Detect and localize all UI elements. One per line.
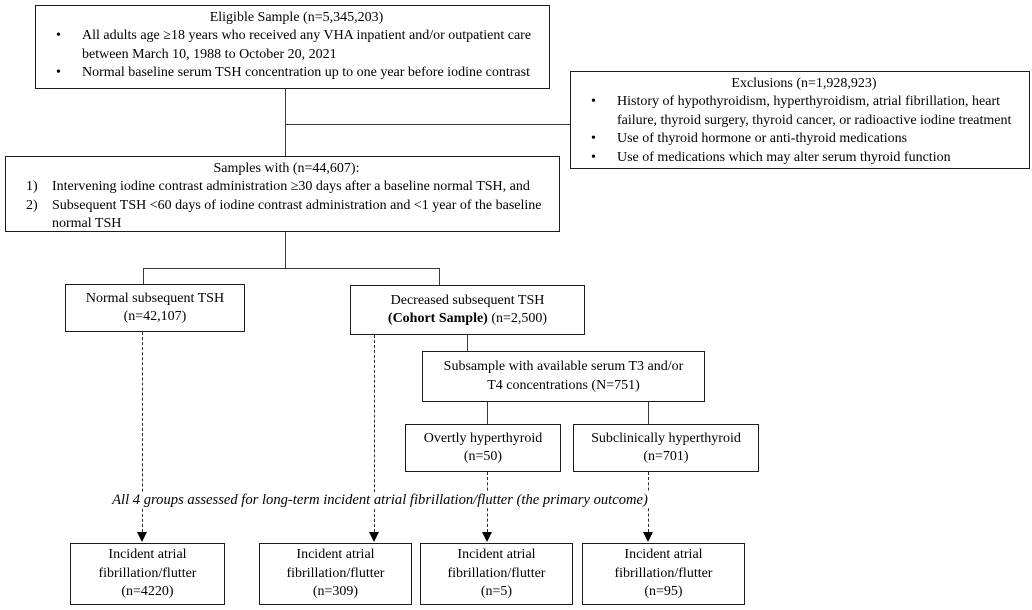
incident-count: (n=5) (480, 584, 513, 600)
subclinical-count: (n=701) (643, 449, 689, 464)
samples-item-text: Intervening iodine contrast administrati… (52, 179, 530, 195)
bullet-icon: • (591, 131, 596, 147)
bullet-icon: • (56, 28, 61, 44)
connector-drop-decreased (439, 268, 441, 286)
subsample-box: Subsample with available serum T3 and/or… (422, 351, 705, 402)
incident-label-line2: fibrillation/flutter (98, 565, 197, 581)
exclusions-bullet-text: Use of thyroid hormone or anti-thyroid m… (617, 131, 908, 147)
outcome-note-text: All 4 groups assessed for long-term inci… (107, 492, 653, 508)
incident-af-box-overt: Incident atrial fibrillation/flutter (n=… (420, 543, 573, 605)
connector-eligible-to-samples (285, 88, 287, 156)
dashed-line-decreased-to-incident (374, 335, 375, 532)
connector-branch-horizontal (143, 268, 440, 270)
cohort-sample-label: (Cohort Sample) (387, 311, 488, 326)
subsample-label-line1: Subsample with available serum T3 and/or (443, 359, 684, 375)
bullet-icon: • (591, 149, 596, 165)
incident-label-line2: fibrillation/flutter (447, 565, 546, 581)
samples-title: Samples with (n=44,607): (213, 161, 360, 176)
eligible-bullet-item: • Normal baseline serum TSH concentratio… (52, 64, 541, 82)
exclusions-box: Exclusions (n=1,928,923) • History of hy… (570, 71, 1030, 169)
arrow-down-icon (137, 532, 147, 542)
outcome-note: All 4 groups assessed for long-term inci… (40, 491, 720, 510)
exclusions-title: Exclusions (n=1,928,923) (731, 76, 877, 91)
incident-count: (n=309) (312, 584, 359, 600)
normal-subsequent-tsh-box: Normal subsequent TSH (n=42,107) (65, 284, 245, 332)
exclusions-bullet-text: History of hypothyroidism, hyperthyroidi… (617, 94, 1012, 128)
connector-drop-subclinical (648, 401, 650, 424)
incident-label-line2: fibrillation/flutter (614, 565, 713, 581)
overt-label: Overtly hyperthyroid (423, 430, 543, 446)
connector-to-exclusions (285, 124, 570, 126)
list-number: 2) (26, 197, 38, 213)
incident-label-line2: fibrillation/flutter (286, 565, 385, 581)
incident-label-line1: Incident atrial (624, 547, 703, 563)
eligible-sample-title: Eligible Sample (n=5,345,203) (209, 10, 384, 25)
exclusions-bullet-item: • Use of thyroid hormone or anti-thyroid… (587, 130, 1021, 148)
connector-drop-normal (143, 268, 145, 285)
exclusions-bullet-item: • History of hypothyroidism, hyperthyroi… (587, 93, 1021, 130)
exclusions-bullet-item: • Use of medications which may alter ser… (587, 149, 1021, 167)
normal-tsh-count: (n=42,107) (123, 309, 187, 324)
dashed-line-normal-to-incident (142, 332, 143, 532)
exclusions-bullet-text: Use of medications which may alter serum… (617, 149, 951, 165)
bullet-icon: • (591, 94, 596, 110)
subclinically-hyperthyroid-box: Subclinically hyperthyroid (n=701) (573, 424, 759, 472)
bullet-icon: • (56, 65, 61, 81)
decreased-tsh-count-line: (Cohort Sample) (n=2,500) (388, 310, 547, 328)
eligible-bullet-item: • All adults age ≥18 years who received … (52, 27, 541, 64)
decreased-tsh-count: (n=2,500) (491, 311, 548, 326)
arrow-down-icon (482, 532, 492, 542)
samples-numbered-item: 2) Subsequent TSH <60 days of iodine con… (22, 197, 551, 234)
subclinical-label: Subclinically hyperthyroid (591, 430, 741, 446)
incident-label-line1: Incident atrial (296, 547, 375, 563)
samples-item-text: Subsequent TSH <60 days of iodine contra… (52, 197, 542, 232)
arrow-down-icon (643, 532, 653, 542)
connector-drop-overt (487, 401, 489, 424)
incident-count: (n=4220) (121, 584, 174, 600)
overtly-hyperthyroid-box: Overtly hyperthyroid (n=50) (405, 424, 561, 472)
arrow-down-icon (369, 532, 379, 542)
subsample-label-line2: T4 concentrations (N=751) (487, 377, 640, 393)
connector-decreased-to-subsample (467, 335, 469, 351)
incident-label-line1: Incident atrial (108, 547, 187, 563)
connector-samples-down (285, 232, 287, 269)
samples-box: Samples with (n=44,607): 1) Intervening … (5, 156, 560, 232)
eligible-bullet-text: Normal baseline serum TSH concentration … (82, 65, 530, 81)
decreased-tsh-label: Decreased subsequent TSH (390, 292, 545, 308)
decreased-subsequent-tsh-box: Decreased subsequent TSH (Cohort Sample)… (350, 285, 585, 335)
overt-count: (n=50) (463, 449, 503, 464)
incident-label-line1: Incident atrial (457, 547, 536, 563)
incident-count: (n=95) (644, 584, 683, 600)
incident-af-box-subclinical: Incident atrial fibrillation/flutter (n=… (582, 543, 745, 605)
samples-numbered-item: 1) Intervening iodine contrast administr… (22, 178, 551, 196)
list-number: 1) (26, 179, 38, 195)
incident-af-box-normal: Incident atrial fibrillation/flutter (n=… (70, 543, 225, 605)
incident-af-box-decreased: Incident atrial fibrillation/flutter (n=… (259, 543, 412, 605)
eligible-bullet-text: All adults age ≥18 years who received an… (82, 28, 532, 62)
normal-tsh-label: Normal subsequent TSH (85, 290, 225, 306)
eligible-sample-box: Eligible Sample (n=5,345,203) • All adul… (35, 5, 550, 89)
